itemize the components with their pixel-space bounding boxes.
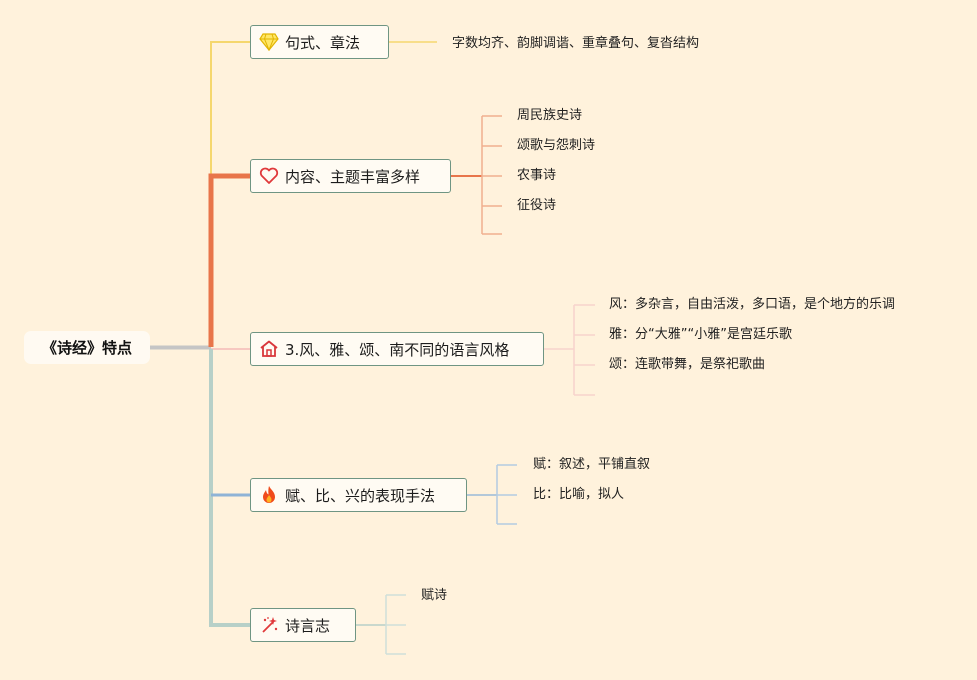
diamond-icon — [259, 32, 279, 52]
root-title: 《诗经》特点 — [41, 339, 132, 357]
branch-content-themes[interactable]: 内容、主题丰富多样 — [250, 159, 451, 193]
branch-label: 赋、比、兴的表现手法 — [285, 486, 436, 505]
leaf-item[interactable]: 颂：连歌带舞，是祭祀歌曲 — [609, 357, 766, 372]
branch-label: 内容、主题丰富多样 — [285, 167, 421, 186]
branch-label: 句式、章法 — [285, 33, 361, 52]
branch-label: 3.风、雅、颂、南不同的语言风格 — [285, 340, 510, 359]
leaf-item[interactable]: 比：比喻，拟人 — [533, 487, 625, 502]
branch-sentence-structure[interactable]: 句式、章法 — [250, 25, 389, 59]
leaf-item[interactable]: 赋：叙述，平铺直叙 — [533, 457, 651, 472]
branch-expression-techniques[interactable]: 赋、比、兴的表现手法 — [250, 478, 467, 512]
sparkle-icon — [259, 615, 279, 635]
branch-language-styles[interactable]: 3.风、雅、颂、南不同的语言风格 — [250, 332, 544, 366]
leaf-item[interactable]: 赋诗 — [421, 588, 448, 603]
branch-label: 诗言志 — [285, 616, 331, 635]
leaf-item[interactable]: 征役诗 — [517, 198, 557, 213]
leaf-item[interactable]: 周民族史诗 — [517, 108, 583, 123]
root-node[interactable]: 《诗经》特点 — [24, 331, 150, 364]
heart-icon — [259, 166, 279, 186]
home-icon — [259, 339, 279, 359]
branch-poetry-expresses-will[interactable]: 诗言志 — [250, 608, 356, 642]
leaf-item[interactable]: 颂歌与怨刺诗 — [517, 138, 596, 153]
leaf-item[interactable]: 农事诗 — [517, 168, 557, 183]
leaf-item[interactable]: 雅：分“大雅”“小雅”是宫廷乐歌 — [609, 327, 792, 342]
leaf-item[interactable]: 字数均齐、韵脚调谐、重章叠句、复沓结构 — [452, 36, 700, 51]
fire-icon — [259, 485, 279, 505]
leaf-item[interactable]: 风：多杂言，自由活泼，多口语，是个地方的乐调 — [609, 297, 896, 312]
